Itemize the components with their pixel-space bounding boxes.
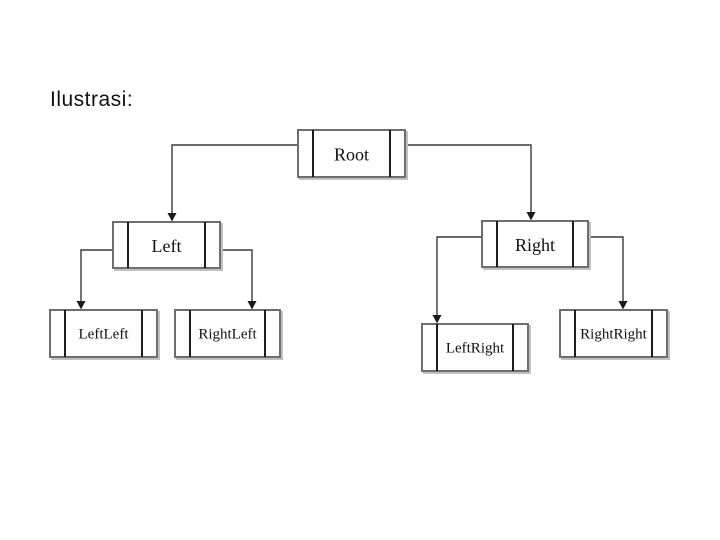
node-label: LeftLeft xyxy=(79,327,130,343)
node-label: RightLeft xyxy=(198,327,257,343)
connector-line xyxy=(436,236,482,316)
edge-right-leftright xyxy=(432,236,482,324)
connector-line xyxy=(405,144,532,213)
tree-node-leftleft: LeftLeft xyxy=(49,309,160,360)
arrowhead-icon xyxy=(432,315,442,324)
node-box xyxy=(421,323,529,372)
arrowhead-icon xyxy=(526,212,536,221)
arrowhead-icon xyxy=(247,301,257,310)
connector-line xyxy=(171,144,298,214)
arrowhead-icon xyxy=(618,301,628,310)
edge-left-rightleft xyxy=(220,249,257,310)
tree-node-leftright: LeftRight xyxy=(421,323,531,374)
node-box xyxy=(174,309,281,358)
connector-line xyxy=(80,249,113,302)
node-label: Left xyxy=(152,236,182,256)
node-box xyxy=(481,220,589,268)
edge-root-left xyxy=(167,144,298,222)
node-box xyxy=(112,221,221,269)
node-box xyxy=(559,309,668,358)
node-label: Root xyxy=(334,145,369,165)
connector-line xyxy=(220,249,253,302)
page-title: Ilustrasi: xyxy=(50,88,134,111)
tree-node-right: Right xyxy=(481,220,591,270)
edge-root-right xyxy=(405,144,536,221)
edge-left-leftleft xyxy=(76,249,113,310)
arrowhead-icon xyxy=(76,301,86,310)
node-label: LeftRight xyxy=(446,341,505,357)
node-box xyxy=(297,129,406,178)
arrowhead-icon xyxy=(167,213,177,222)
tree-node-root: Root xyxy=(297,129,408,180)
tree-node-rightright: RightRight xyxy=(559,309,670,360)
tree-node-left: Left xyxy=(112,221,223,271)
edge-right-rightright xyxy=(588,236,628,310)
tree-node-rightleft: RightLeft xyxy=(174,309,283,360)
node-label: RightRight xyxy=(580,327,648,343)
node-box xyxy=(49,309,158,358)
node-label: Right xyxy=(515,235,555,255)
connector-line xyxy=(588,236,624,302)
